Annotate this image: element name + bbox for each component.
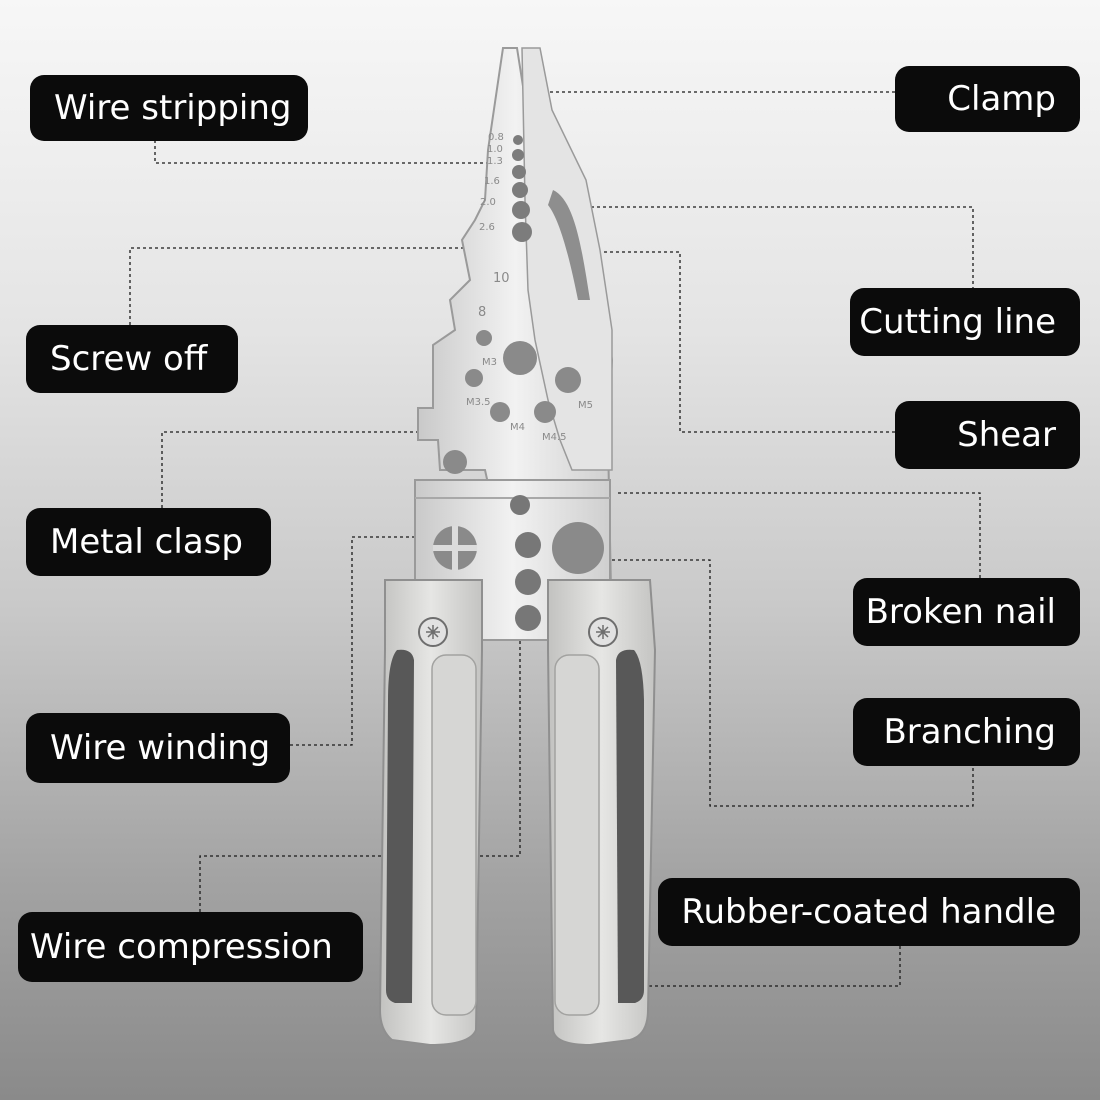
- label-screw-off: Screw off: [26, 325, 238, 393]
- leader-branching: [600, 559, 974, 807]
- m4-label: M4: [510, 422, 525, 433]
- leader-wire-stripping: [154, 140, 505, 164]
- leader-lines: [129, 91, 981, 987]
- left-handle: [378, 579, 483, 1047]
- label-branching: Branching: [853, 698, 1080, 766]
- label-cutting-line: Cutting line: [850, 288, 1080, 356]
- size-8-label: 8: [478, 305, 486, 320]
- m3-5-label: M3.5: [466, 397, 491, 408]
- m5-label: M5: [578, 400, 593, 411]
- leader-cutting-line: [565, 206, 974, 290]
- pliers-jaws: [414, 47, 614, 641]
- label-wire-stripping: Wire stripping: [30, 75, 308, 141]
- gauge-label: 1.6: [484, 176, 500, 187]
- engravings: 0.8 1.0 1.3 1.6 2.0 2.6 10 8 M3 M3.5 M4 …: [466, 132, 593, 443]
- label-clamp: Clamp: [895, 66, 1080, 132]
- label-metal-clasp: Metal clasp: [26, 508, 271, 576]
- right-handle: [547, 579, 657, 1047]
- label-rubber-coated-handle: Rubber-coated handle: [658, 878, 1080, 946]
- leader-screw-off: [129, 247, 465, 325]
- label-shear: Shear: [895, 401, 1080, 469]
- gauge-label: 1.0: [487, 144, 503, 155]
- size-10-label: 10: [493, 271, 510, 286]
- leader-wire-compression: [199, 590, 521, 912]
- leader-rubber-handle: [592, 946, 901, 987]
- gauge-label: 0.8: [488, 132, 504, 143]
- leader-broken-nail: [615, 492, 981, 578]
- leader-shear: [575, 251, 895, 433]
- gauge-label: 1.3: [487, 156, 503, 167]
- gauge-label: 2.6: [479, 222, 495, 233]
- m3-label: M3: [482, 357, 497, 368]
- m4-5-label: M4.5: [542, 432, 567, 443]
- gauge-label: 2.0: [480, 197, 496, 208]
- label-wire-winding: Wire winding: [26, 713, 290, 783]
- label-broken-nail: Broken nail: [853, 578, 1080, 646]
- leader-metal-clasp: [161, 431, 445, 508]
- leader-wire-winding: [290, 536, 435, 746]
- label-wire-compression: Wire compression: [18, 912, 363, 982]
